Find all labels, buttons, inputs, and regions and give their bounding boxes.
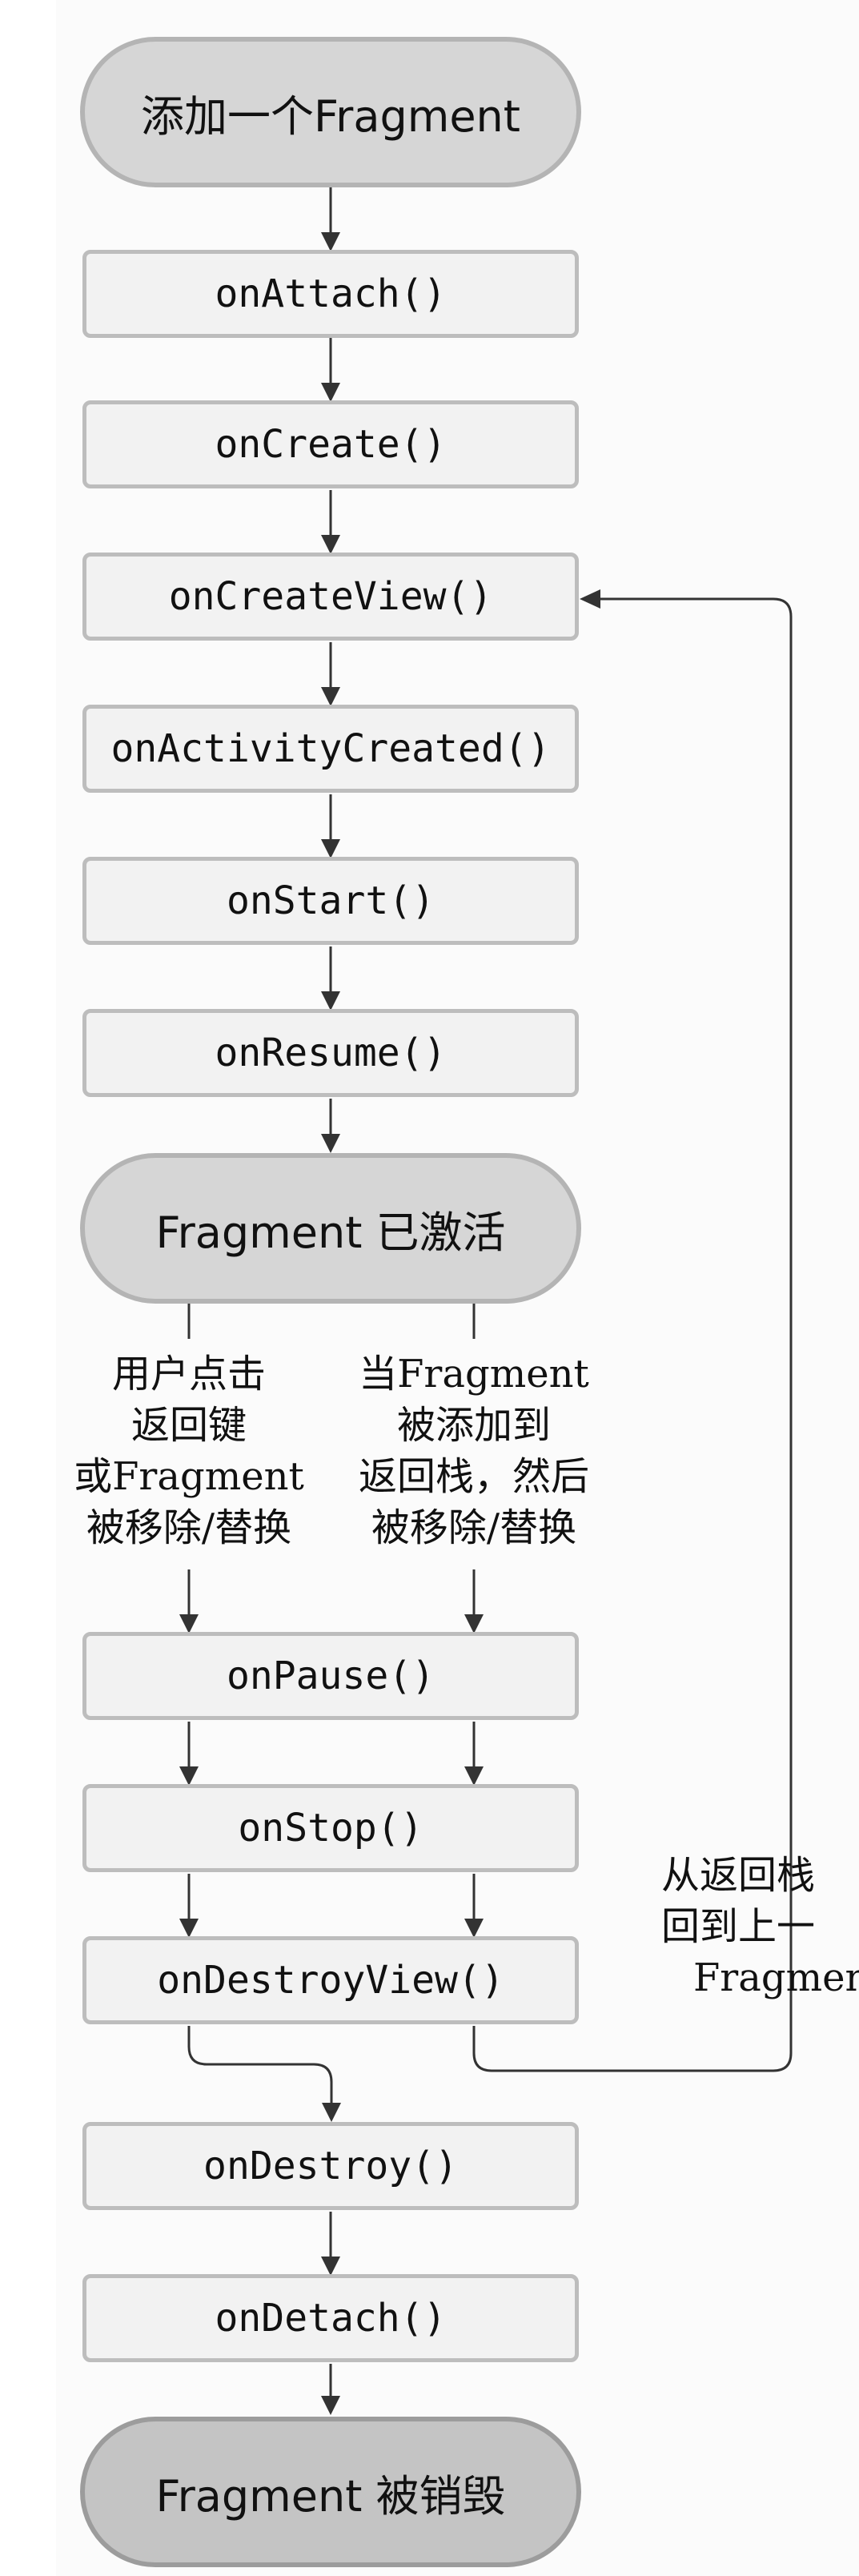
on-attach-box: onAttach() (82, 250, 579, 338)
right-branch-line: 返回栈，然后 (358, 1454, 589, 1499)
on-pause-box: onPause() (82, 1632, 579, 1720)
right-branch-line: 当Fragment (359, 1352, 589, 1397)
back-stack-loop (472, 597, 793, 2072)
on-destroy-box: onDestroy() (82, 2122, 579, 2210)
on-destroy-view-box: onDestroyView() (82, 1936, 579, 2024)
fragment-destroyed-node: Fragment 被销毁 (80, 2417, 581, 2567)
right-branch-line: 被移除/替换 (371, 1505, 577, 1550)
on-activity-created-box: onActivityCreated() (82, 705, 579, 793)
left-branch-label: 用户点击 返回键 或Fragment 被移除/替换 (37, 1348, 341, 1553)
on-create-view-box: onCreateView() (82, 553, 579, 641)
left-branch-line: 返回键 (130, 1403, 247, 1448)
on-stop-box: onStop() (82, 1784, 579, 1872)
back-stack-label: 从返回栈 回到上一 Fragment (661, 1850, 859, 2003)
back-stack-line: Fragment (693, 1955, 859, 2000)
on-detach-box: onDetach() (82, 2274, 579, 2362)
fragment-active-node: Fragment 已激活 (80, 1153, 581, 1304)
left-branch-line: 或Fragment (74, 1454, 304, 1499)
left-branch-line: 被移除/替换 (86, 1505, 292, 1550)
right-branch-label: 当Fragment 被添加到 返回栈，然后 被移除/替换 (325, 1348, 623, 1553)
start-node-add-fragment: 添加一个Fragment (80, 37, 581, 187)
on-create-box: onCreate() (82, 400, 579, 488)
back-stack-line: 从返回栈 (661, 1853, 816, 1898)
left-branch-line: 用户点击 (111, 1352, 266, 1397)
curve-destroyview-destroy (187, 2026, 333, 2119)
on-resume-box: onResume() (82, 1009, 579, 1097)
right-branch-line: 被添加到 (396, 1403, 551, 1448)
on-start-box: onStart() (82, 857, 579, 945)
back-stack-line: 回到上一 (661, 1904, 816, 1949)
